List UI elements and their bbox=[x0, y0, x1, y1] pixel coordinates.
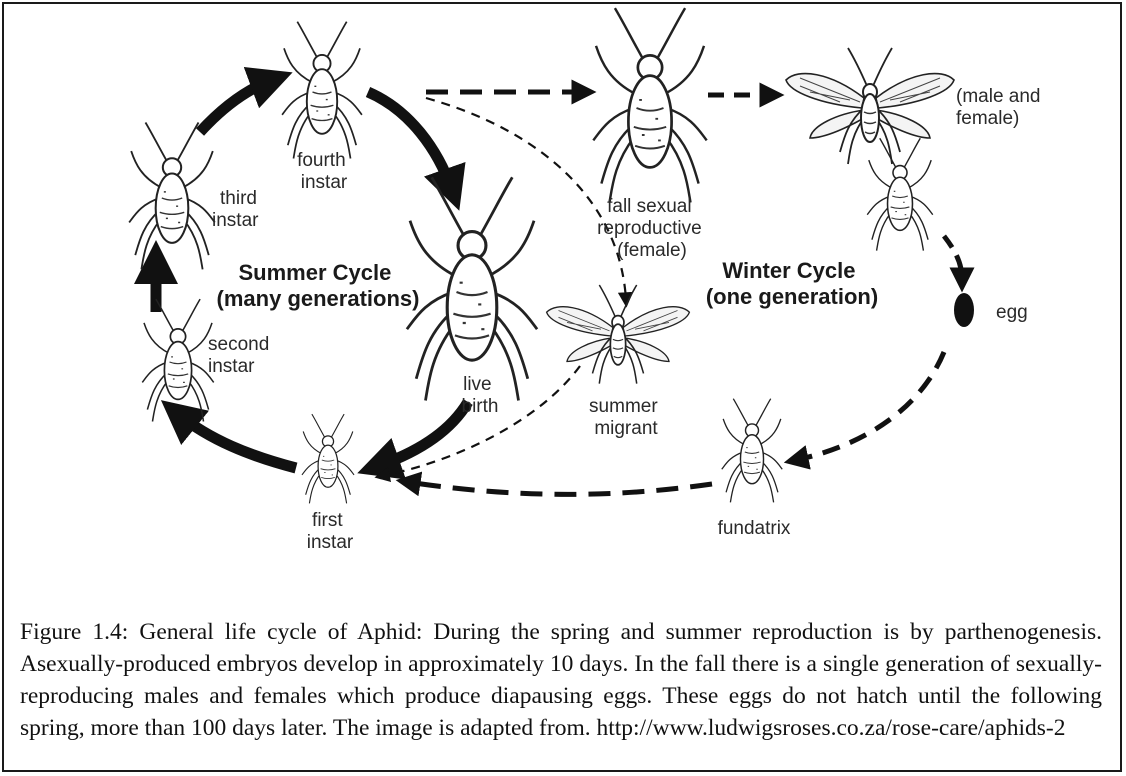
arrow-third-to-fourth bbox=[200, 80, 272, 132]
aphid-life-cycle-diagram: fourth instar third instar second instar… bbox=[0, 0, 1126, 612]
label-fundatrix: fundatrix bbox=[718, 518, 791, 539]
label-third-instar: third instar bbox=[212, 188, 262, 231]
arrow-adult-to-first bbox=[378, 402, 468, 466]
label-fourth-instar: fourth instar bbox=[297, 150, 351, 193]
arrow-male-to-egg bbox=[944, 236, 962, 280]
fourth-instar-aphid bbox=[282, 22, 362, 159]
label-first-instar: first instar bbox=[307, 510, 354, 553]
figure-caption: Figure 1.4: General life cycle of Aphid:… bbox=[20, 616, 1102, 744]
label-second-instar: second instar bbox=[208, 334, 275, 377]
live-birth-adult-aphid bbox=[407, 177, 537, 400]
first-instar-aphid bbox=[302, 414, 354, 503]
female-aphid bbox=[867, 138, 933, 250]
arrow-fundatrix-to-first bbox=[408, 482, 712, 494]
label-summer-migrant: summer migrant bbox=[589, 396, 663, 439]
arrow-first-to-second bbox=[178, 414, 296, 468]
label-live-birth: live birth bbox=[462, 374, 499, 417]
label-male-and-female: (male and female) bbox=[956, 86, 1046, 129]
label-fall-sexual-reproductive: fall sexual reproductive (female) bbox=[597, 196, 707, 261]
fundatrix-aphid bbox=[722, 399, 782, 503]
third-instar-aphid bbox=[129, 123, 215, 270]
arrow-fourth-to-adult bbox=[368, 92, 452, 190]
fall-sexual-female-aphid bbox=[593, 8, 706, 202]
label-egg: egg bbox=[996, 302, 1028, 323]
arrow-egg-to-fundatrix bbox=[796, 352, 944, 460]
egg-shape bbox=[954, 293, 974, 327]
winged-male-aphid bbox=[786, 48, 954, 164]
summer-cycle-title: Summer Cycle (many generations) bbox=[217, 260, 420, 311]
winter-cycle-title: Winter Cycle (one generation) bbox=[706, 258, 878, 309]
summer-migrant-aphid bbox=[547, 285, 690, 384]
second-instar-aphid bbox=[142, 299, 213, 421]
